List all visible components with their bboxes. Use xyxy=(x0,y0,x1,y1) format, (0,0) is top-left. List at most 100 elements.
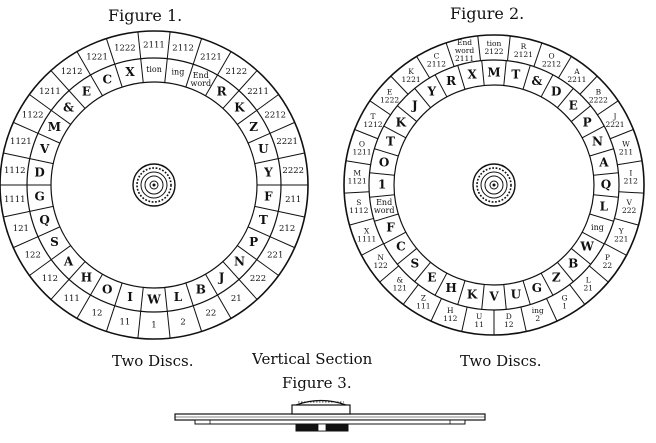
figure2-inner-divider xyxy=(383,125,407,139)
figure1-outer-label: 221 xyxy=(267,251,283,261)
figure1-inner-divider xyxy=(140,287,144,312)
figure1-inner-label: W xyxy=(146,293,161,307)
figure2-inner-divider xyxy=(457,65,466,90)
figure1-outer-label: 121 xyxy=(13,224,29,234)
figure1-outer-label: 12 xyxy=(92,308,103,318)
figure2-outer-divider xyxy=(461,306,468,332)
figure2-inner-divider xyxy=(369,172,395,176)
figure1-outer-label: 212 xyxy=(279,224,295,234)
figure2-inner-label: F xyxy=(386,220,395,234)
figure1-outer-divider xyxy=(3,152,30,160)
figure1-inner-divider xyxy=(114,64,123,88)
figure2-outer-divider xyxy=(604,243,627,256)
figure1-inner-label: Y xyxy=(263,165,273,179)
figure1-inner-label: tion xyxy=(146,65,162,74)
figure2-inner-label: ing xyxy=(591,223,604,232)
figure1-inner-label: R xyxy=(217,84,228,98)
figure2-inner-divider xyxy=(557,261,574,282)
figure2-inner-divider xyxy=(557,88,574,109)
figure2-inner-divider xyxy=(434,272,448,296)
figure1-outer-divider xyxy=(238,279,258,300)
figure1-center-hub xyxy=(132,163,176,207)
figure1-inner-divider xyxy=(254,158,279,165)
figure2-inner-label: M xyxy=(487,66,500,80)
figure1-inner-label: A xyxy=(63,254,74,268)
figure1-outer-label: 1211 xyxy=(39,87,61,97)
figure1-outer-label: 2112 xyxy=(172,44,194,54)
figure1-inner-label: K xyxy=(234,101,245,115)
figure1-inner-label: T xyxy=(259,213,268,227)
figure1-inner-label: Q xyxy=(39,213,49,227)
figure1-outer-divider xyxy=(29,259,52,276)
figure1-inner-divider xyxy=(140,58,144,83)
figure1-inner-divider xyxy=(185,64,194,88)
figure2-outer-divider xyxy=(416,56,430,79)
figure2-outer-label: &121 xyxy=(393,275,407,292)
figure2-inner-divider xyxy=(414,261,431,282)
figure2-inner-divider xyxy=(374,213,399,222)
figure2-inner-divider xyxy=(397,105,418,122)
figure1-inner-divider xyxy=(68,90,86,109)
figure1-inner-divider xyxy=(29,205,54,212)
figure1-inner-label: D xyxy=(34,165,44,179)
figure1-outer-label: 2221 xyxy=(276,137,298,147)
figure2-outer-divider xyxy=(618,191,644,194)
figure2-inner-label: Y xyxy=(426,84,436,98)
figure1-inner-divider xyxy=(254,205,279,212)
figure2-inner-divider xyxy=(503,284,507,310)
figure1-outer-label: 1122 xyxy=(22,111,44,121)
figure2-inner-divider xyxy=(481,60,485,86)
figure1-inner-divider xyxy=(164,58,168,83)
figure1-inner-label: L xyxy=(174,290,183,304)
figure1-inner-divider xyxy=(247,226,271,238)
figure1-outer-label: 1222 xyxy=(114,44,136,54)
figure1-outer-label: 1111 xyxy=(4,195,26,205)
figure3-title: Figure 3. xyxy=(282,374,352,392)
figure2-inner-label: E xyxy=(427,271,436,285)
figure1-outer-label: 112 xyxy=(42,274,58,284)
figure1-inner-label: I xyxy=(127,290,133,304)
figure2-outer-divider xyxy=(558,56,572,79)
figure1-outer-label: 11 xyxy=(119,317,130,327)
figure2-inner-label: H xyxy=(445,281,456,295)
figure1-inner-divider xyxy=(37,226,61,238)
figure2-outer-divider xyxy=(390,75,409,95)
figure1-outer-divider xyxy=(13,236,39,249)
figure1-outer-divider xyxy=(256,259,279,276)
figure1-inner-label: C xyxy=(102,72,112,86)
figure1-outer-divider xyxy=(76,51,91,76)
figure1-outer-label: 122 xyxy=(25,251,41,261)
figure2-inner-divider xyxy=(414,88,431,109)
figure2-inner-label: W xyxy=(579,240,594,254)
figure2-outer-divider xyxy=(361,243,384,256)
figure2-inner-label: B xyxy=(568,257,578,271)
figure2-inner-label: D xyxy=(551,84,561,98)
figure2-inner-label: X xyxy=(467,68,477,82)
figure2-outer-divider xyxy=(344,191,370,194)
figure2-inner-label: A xyxy=(598,156,609,170)
figure1-outer-divider xyxy=(137,311,142,339)
figure1-inner-divider xyxy=(90,74,103,97)
figure1-outer-label: 222 xyxy=(250,274,266,284)
figure2-inner-divider xyxy=(540,272,554,296)
figure2-inner-divider xyxy=(374,148,399,157)
figure2-outer-divider xyxy=(345,160,371,166)
figure2-inner-divider xyxy=(434,74,448,98)
figure2-inner-label: 1 xyxy=(378,178,386,192)
figure2-inner-divider xyxy=(589,213,614,222)
figure1-outer-label: 2211 xyxy=(247,87,269,97)
